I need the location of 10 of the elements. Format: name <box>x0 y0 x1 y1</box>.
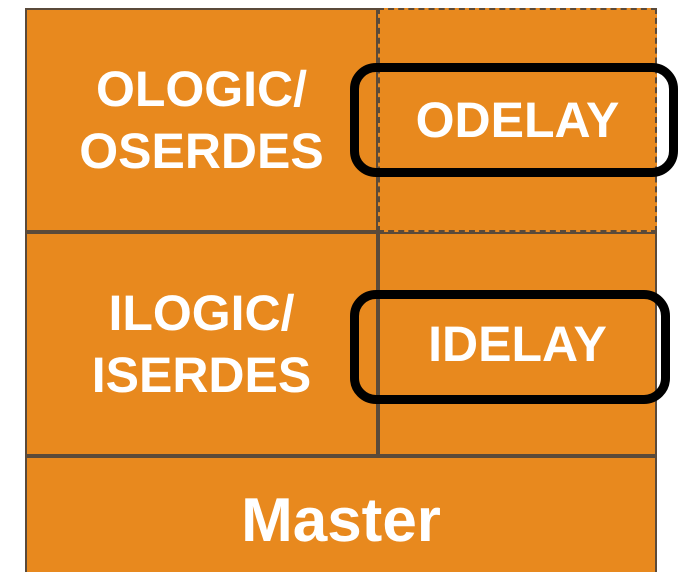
block-label: ODELAY <box>414 90 620 150</box>
block-cell <box>25 232 378 456</box>
block-cell <box>378 8 657 232</box>
block-label: OLOGIC/ OSERDES <box>78 60 325 181</box>
block-label: Master <box>240 485 442 558</box>
block-cell <box>378 232 657 456</box>
block-label: IDELAY <box>427 314 608 374</box>
block-label: ILOGIC/ ISERDES <box>90 284 312 405</box>
block-cell <box>25 456 657 572</box>
block-cell <box>25 8 378 232</box>
